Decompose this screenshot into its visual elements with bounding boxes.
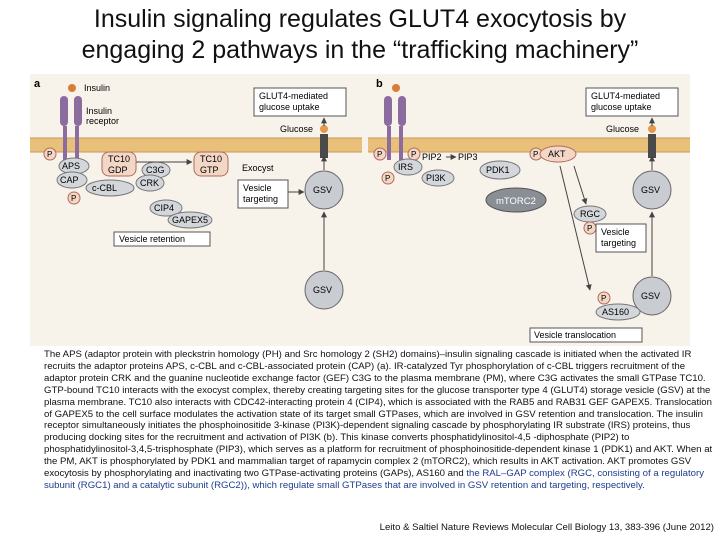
- insulin-label: Insulin: [84, 83, 110, 93]
- receptor-label-line1: Insulin: [86, 106, 112, 116]
- pi3k-label: PI3K: [426, 173, 446, 183]
- caption-main: The APS (adaptor protein with pleckstrin…: [44, 349, 713, 480]
- phospho-a2: [67, 191, 81, 205]
- gapex5-protein: [167, 211, 213, 229]
- gsv-label-a2: GSV: [313, 285, 332, 295]
- insulin-receptor: [60, 96, 82, 160]
- gsv-vesicle-b: [632, 170, 672, 210]
- receptor-label: Insulin receptor: [86, 106, 119, 126]
- akt-label: AKT: [548, 149, 566, 159]
- panel-a-letter: a: [34, 78, 41, 90]
- citation: Leito & Saltiel Nature Reviews Molecular…: [379, 522, 714, 533]
- vesicle-targeting-box-b: [595, 223, 647, 253]
- pdk1-protein: [479, 160, 521, 180]
- gsv-label-b2: GSV: [641, 291, 660, 301]
- figure-svg: a Insulin Insulin receptor GLUT4-mediate…: [30, 74, 690, 346]
- mtorc2-complex: [485, 187, 547, 213]
- phospho-b6-label: P: [601, 294, 606, 303]
- aps-label: APS: [62, 161, 80, 171]
- glucose-label-a: Glucose: [280, 124, 313, 134]
- phospho-b2-label: P: [411, 150, 416, 159]
- cap-protein: [56, 171, 88, 189]
- as160-label: AS160: [602, 307, 629, 317]
- cap-label: CAP: [60, 175, 79, 185]
- tc10-gtp: [193, 151, 229, 177]
- panel-a: a Insulin Insulin receptor GLUT4-mediate…: [30, 78, 362, 310]
- akt-protein: [539, 145, 577, 163]
- cip4-protein: [149, 199, 183, 217]
- insulin-receptor-b: [384, 84, 406, 160]
- phospho-b1: [373, 147, 387, 161]
- phospho-b3: [381, 171, 395, 185]
- phospho-a2-label: P: [71, 194, 76, 203]
- glucose-label-b: Glucose: [606, 124, 639, 134]
- phospho-b4-label: P: [533, 150, 538, 159]
- insulin-ligand: [68, 84, 76, 92]
- gsv-label-a: GSV: [313, 185, 332, 195]
- title-line-1: Insulin signaling regulates GLUT4 exocyt…: [93, 5, 627, 33]
- gsv-label-b: GSV: [641, 185, 660, 195]
- vesicle-targeting-box-a: [237, 179, 289, 209]
- plasma-membrane-a: [30, 138, 362, 152]
- plasma-membrane-b: [368, 138, 690, 152]
- exocyst-label: Exocyst: [242, 163, 274, 173]
- c3g-label: C3G: [146, 165, 165, 175]
- vesicle-retention-box: [113, 231, 211, 247]
- pi3k-protein: [421, 169, 455, 187]
- crk-protein: [135, 174, 165, 192]
- glut4-transporter-b: [648, 134, 656, 158]
- signaling-figure: a Insulin Insulin receptor GLUT4-mediate…: [30, 74, 690, 346]
- phospho-a1: [43, 147, 57, 161]
- slide-title: Insulin signaling regulates GLUT4 exocyt…: [0, 4, 720, 66]
- rgc-label: RGC: [580, 209, 601, 219]
- vesicle-translocation-box: [529, 327, 643, 343]
- glut4-transporter-a: [320, 134, 328, 158]
- glucose-uptake-box-b: [585, 87, 679, 117]
- gsv-vesicle-a2: [304, 270, 344, 310]
- phospho-b5-label: P: [587, 224, 592, 233]
- gsv-vesicle-a: [304, 170, 344, 210]
- irs-label: IRS: [398, 162, 413, 172]
- vesicle-translocation-label: Vesicle translocation: [534, 330, 616, 340]
- vesicle-retention-label: Vesicle retention: [119, 234, 185, 244]
- receptor-label-line2: receptor: [86, 116, 119, 126]
- ccbl-label: c-CBL: [92, 183, 117, 193]
- pip2-label: PIP2: [422, 152, 442, 162]
- ccbl-protein: [85, 179, 135, 197]
- title-line-2: engaging 2 pathways in the “trafficking …: [81, 36, 639, 64]
- glucose-molecule-a: [320, 125, 328, 133]
- irs-protein: [393, 158, 423, 176]
- phospho-b1-label: P: [377, 150, 382, 159]
- panel-b-letter: b: [376, 78, 383, 90]
- caption-highlight: the RAL–GAP complex (RGC, consisting of …: [44, 468, 704, 491]
- gapex5-label: GAPEX5: [172, 215, 208, 225]
- gsv-vesicle-b2: [632, 276, 672, 316]
- crk-label: CRK: [140, 178, 159, 188]
- mtorc2-label: mTORC2: [496, 196, 536, 207]
- figure-caption: The APS (adaptor protein with pleckstrin…: [44, 349, 714, 492]
- pdk1-label: PDK1: [486, 165, 510, 175]
- tc10-gdp: [101, 151, 137, 177]
- phospho-b6: [597, 291, 611, 305]
- phospho-a1-label: P: [47, 150, 52, 159]
- pip3-label: PIP3: [458, 152, 478, 162]
- as160-protein: [595, 303, 641, 321]
- phospho-b3-label: P: [385, 174, 390, 183]
- glucose-uptake-box-a: [253, 87, 347, 117]
- cip4-label: CIP4: [154, 203, 174, 213]
- glucose-molecule-b: [648, 125, 656, 133]
